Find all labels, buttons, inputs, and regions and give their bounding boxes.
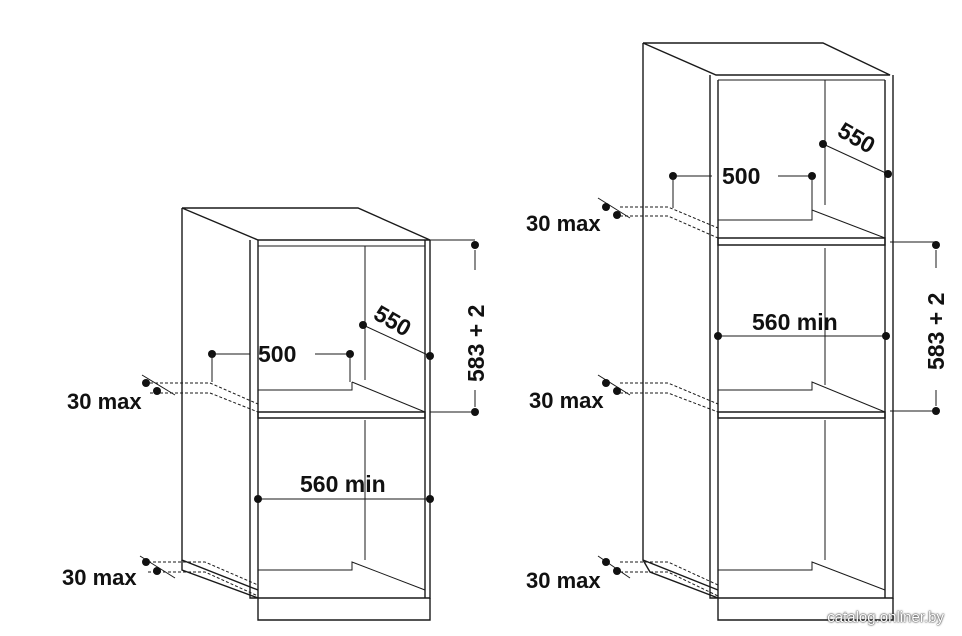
right-gap-top-marks xyxy=(602,203,621,219)
right-gap-mid-label: 30 max xyxy=(529,388,604,413)
left-depth-label: 550 xyxy=(370,300,416,342)
left-cabinet xyxy=(139,207,431,621)
right-depth-dimension xyxy=(819,140,892,178)
right-width-dimension xyxy=(669,172,816,210)
right-height-dimension xyxy=(890,241,940,415)
right-min-width-label: 560 min xyxy=(752,309,838,335)
left-width-dimension xyxy=(208,350,354,382)
left-min-width-label: 560 min xyxy=(300,471,386,497)
right-gap-mid-marks xyxy=(602,379,621,395)
right-width-label: 500 xyxy=(722,163,760,189)
right-gap-bottom-marks xyxy=(602,558,621,575)
left-height-label: 583 + 2 xyxy=(463,305,489,382)
left-gap-top-label: 30 max xyxy=(67,389,142,414)
right-min-width-dimension xyxy=(714,332,890,340)
left-depth-dimension xyxy=(359,321,434,360)
right-height-label: 583 + 2 xyxy=(923,293,949,370)
left-height-dimension xyxy=(430,239,479,416)
right-gap-bottom-label: 30 max xyxy=(526,568,601,593)
left-gap-bottom-label: 30 max xyxy=(62,565,137,590)
right-gap-top-label: 30 max xyxy=(526,211,601,236)
left-min-width-dimension xyxy=(254,495,434,503)
left-width-label: 500 xyxy=(258,341,296,367)
left-gap-top-marks xyxy=(142,379,161,395)
watermark: catalog.onliner.by xyxy=(827,609,944,626)
left-gap-bottom-marks xyxy=(142,558,161,575)
